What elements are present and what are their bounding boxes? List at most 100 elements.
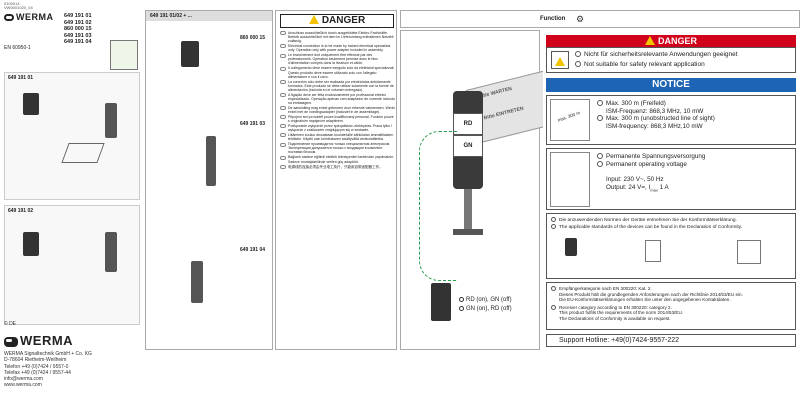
signal-tower-icon bbox=[105, 103, 117, 138]
product-label: 649 191 01 bbox=[8, 75, 34, 81]
category-text: Empfängerkategorie nach EN 300220: Kat. … bbox=[551, 286, 795, 322]
lang-de-icon bbox=[597, 153, 603, 159]
language-flag-icon bbox=[280, 133, 286, 138]
signal-tower-icon bbox=[206, 136, 216, 186]
support-hotline: Support Hotline: +49(0)7424-9557-222 bbox=[546, 334, 796, 347]
lang-de-icon bbox=[597, 100, 603, 106]
doc-code: 0100014 bbox=[4, 1, 20, 6]
wrench-icon: ⚙ bbox=[576, 14, 585, 24]
product-image-649-191-02: 649 191 02 bbox=[4, 205, 140, 325]
company-street: D-78604 Rietheim-Weilheim bbox=[4, 357, 67, 364]
part-number-list: 649 191 01 649 191 02 860 000 15 649 191… bbox=[64, 13, 92, 46]
lang-de-icon bbox=[551, 217, 556, 222]
lang-de-icon bbox=[575, 51, 581, 57]
function-bar: Function ⚙ bbox=[400, 10, 800, 28]
language-flag-icon bbox=[280, 66, 286, 71]
language-item: A ligação deve ser feita exclusivamente … bbox=[280, 93, 396, 105]
language-flag-icon bbox=[280, 79, 286, 84]
radio-range-box: max. 300 m Max. 300 m (Freifeld) ISM-Fre… bbox=[546, 95, 796, 145]
part-number: 649 191 02 bbox=[64, 19, 92, 26]
lang-en-icon bbox=[597, 160, 603, 167]
danger-de: Nicht für sicherheitsrelevante Anwendung… bbox=[575, 51, 738, 58]
language-item: Electrical connection is to be made by t… bbox=[280, 44, 396, 52]
lang-en-icon bbox=[575, 61, 581, 67]
power-box: Permanente Spannungsversorgung Permanent… bbox=[546, 148, 796, 210]
language-item: De aansluiting mag enkel gebeuren door e… bbox=[280, 106, 396, 114]
language-flag-icon bbox=[280, 124, 286, 129]
legend-rd-on: RD (on), GN (off) bbox=[459, 297, 512, 303]
language-item: Anschluss ausschließlich durch ausgebild… bbox=[280, 31, 396, 43]
danger-banner: DANGER bbox=[546, 35, 796, 47]
language-flag-icon bbox=[280, 44, 286, 49]
product-image-649-191-01: 649 191 01 bbox=[4, 72, 140, 200]
werma-logo-mark bbox=[4, 336, 18, 347]
power-text: Permanente Spannungsversorgung Permanent… bbox=[597, 153, 705, 193]
lang-en-icon bbox=[551, 304, 556, 310]
button-1-icon bbox=[459, 297, 464, 302]
product-label: 649 191 02 bbox=[8, 208, 34, 214]
product-label: 649 191 04 bbox=[240, 247, 266, 253]
tower-base bbox=[453, 229, 483, 235]
lang-de-icon bbox=[551, 286, 556, 291]
range-text: Max. 300 m (Freifeld) ISM-Frequenz: 868,… bbox=[597, 100, 715, 130]
product-label: 860 000 15 bbox=[240, 35, 266, 41]
company-address: WERMA Signaltechnik GmbH + Co. KG D-7860… bbox=[4, 351, 92, 389]
language-item: Bağlantı sadece eğitimli elektrik teknis… bbox=[280, 155, 396, 164]
panel-function: Bitte WARTEN Bitte EINTRETEN RD GN RD (o… bbox=[400, 30, 562, 350]
panel-danger-languages: DANGER Anschluss ausschließlich durch au… bbox=[275, 10, 397, 350]
transmitter-icon bbox=[23, 232, 39, 256]
transmitter-device bbox=[431, 283, 451, 321]
language-item: La conexión sólo debe ser realizada por … bbox=[280, 80, 396, 92]
part-number: 649 191 04 bbox=[64, 39, 92, 45]
en-standard: EN 60950-1 bbox=[4, 45, 31, 51]
company-fax: Telefax +49 (0)7424 / 9557-44 bbox=[4, 369, 71, 376]
part-number: 860 000 15 bbox=[64, 26, 92, 32]
lang-en-icon bbox=[597, 115, 603, 121]
notice-banner: NOTICE bbox=[546, 78, 796, 92]
signal-tower-icon bbox=[105, 232, 117, 272]
language-item: Připojení smí provádět pouze kvalifikova… bbox=[280, 115, 396, 123]
function-title: Function bbox=[540, 16, 566, 22]
button-2-icon bbox=[459, 306, 464, 311]
danger-box: Nicht für sicherheitsrelevante Anwendung… bbox=[546, 47, 796, 73]
signal-tower-icon bbox=[191, 261, 203, 303]
transmitter-icon bbox=[181, 41, 199, 67]
language-item: Liitäminen kuuluu ainoastaan koulutetuil… bbox=[280, 133, 396, 141]
norms-box: Die anzuwendenden Normen der Geräte entn… bbox=[546, 213, 796, 279]
language-flag-icon bbox=[280, 155, 286, 160]
range-illustration: max. 300 m bbox=[550, 99, 590, 141]
copyright: © DE bbox=[4, 321, 17, 327]
label-sticker-icon bbox=[110, 40, 138, 70]
language-flag-icon bbox=[280, 31, 286, 36]
language-item: Il collegamento deve essere eseguito sol… bbox=[280, 66, 396, 79]
language-item: Le branchement doit uniquement être effe… bbox=[280, 53, 396, 65]
power-output: Output: 24 V=, Imax 1 A bbox=[606, 183, 669, 192]
warning-icon bbox=[308, 15, 319, 24]
werma-logo: WERMA bbox=[4, 12, 54, 22]
company-name: WERMA Signaltechnik GmbH + Co. KG bbox=[4, 351, 92, 357]
power-adapter-illustration bbox=[550, 152, 590, 207]
rd-light: RD bbox=[453, 113, 483, 135]
language-flag-icon bbox=[280, 142, 286, 147]
part-number: 649 191 01 bbox=[64, 13, 92, 19]
doc-code-2: VW0001020_04 bbox=[4, 5, 33, 10]
company-phone: Telefon +49 (0)7424 / 9557-0 bbox=[4, 363, 69, 370]
warning-icon bbox=[644, 36, 655, 45]
language-flag-icon bbox=[280, 164, 286, 169]
werma-logo-mark bbox=[4, 14, 14, 22]
language-flag-icon bbox=[280, 115, 286, 120]
language-item: 电源线的连接必须由专业电工执行，只能用自带适配器工作。 bbox=[280, 165, 396, 169]
norms-text: Die anzuwendenden Normen der Geräte entn… bbox=[551, 217, 791, 231]
lang-en-icon bbox=[551, 224, 556, 229]
device-icon bbox=[565, 238, 577, 256]
language-item: Podłączanie wyłącznie przez specjalistów… bbox=[280, 124, 396, 132]
danger-language-list: Anschluss ausschließlich durch ausgebild… bbox=[280, 31, 396, 170]
werma-logo-large: WERMA bbox=[4, 333, 73, 348]
danger-en: Not suitable for safety relevant applica… bbox=[575, 61, 705, 68]
panel-assembly: 649 191 01/02 + ... 860 000 15 649 191 0… bbox=[145, 10, 273, 350]
compliance-doc-icon bbox=[645, 240, 661, 262]
language-item: Подключение производится только специали… bbox=[280, 142, 396, 154]
product-label: 649 191 03 bbox=[240, 121, 266, 127]
language-flag-icon bbox=[280, 53, 286, 58]
category-box: Empfängerkategorie nach EN 300220: Kat. … bbox=[546, 282, 796, 330]
